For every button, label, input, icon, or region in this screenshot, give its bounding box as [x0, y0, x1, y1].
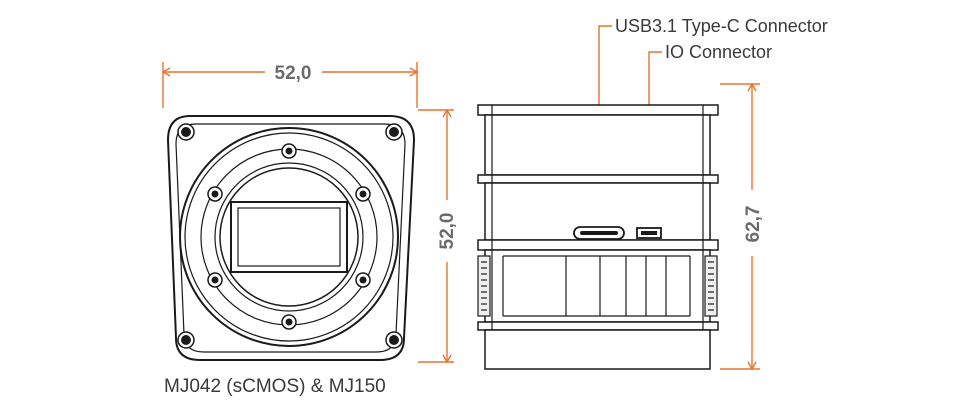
front-view: 52,0 52,0 [161, 62, 458, 364]
mount-ring-inner [219, 167, 359, 307]
mount-screw-top [281, 143, 297, 159]
mount-ring-2 [184, 132, 394, 342]
mount-ring-4 [214, 162, 364, 312]
corner-screw-bottom-right [385, 331, 403, 349]
corner-screw-top-left [177, 123, 195, 141]
side-heatsink [484, 249, 711, 323]
corner-screw-bottom-left [177, 331, 195, 349]
mount-screw-lower-left [207, 272, 223, 288]
diagram-caption: MJ042 (sCMOS) & MJ150 [164, 376, 386, 397]
front-width-label: 52,0 [275, 63, 312, 84]
front-height-label: 52,0 [437, 213, 458, 250]
mount-screw-upper-left [207, 186, 223, 202]
corner-screw-top-right [385, 123, 403, 141]
side-rear-flange [477, 239, 719, 251]
mount-screw-lower-right [355, 272, 371, 288]
io-connector-label: IO Connector [665, 42, 772, 62]
mount-screw-bottom [281, 314, 297, 330]
side-height-label: 62,7 [743, 206, 764, 243]
sensor-window [237, 207, 341, 267]
io-port [636, 227, 662, 239]
usb-connector-label: USB3.1 Type-C Connector [615, 16, 828, 36]
side-bottom-flange [477, 321, 719, 331]
side-upper-body [484, 114, 711, 176]
side-mid-flange [477, 174, 719, 184]
side-height-dimension [720, 82, 760, 371]
side-view: USB3.1 Type-C Connector IO Connector 62,… [477, 16, 828, 371]
side-top-flange [477, 104, 719, 116]
front-width-dimension [161, 62, 419, 108]
front-height-dimension [418, 108, 454, 364]
usb-c-port [573, 226, 625, 240]
mount-screw-upper-right [355, 186, 371, 202]
side-rear-cap [484, 329, 711, 370]
heatsink-slots [502, 255, 691, 317]
